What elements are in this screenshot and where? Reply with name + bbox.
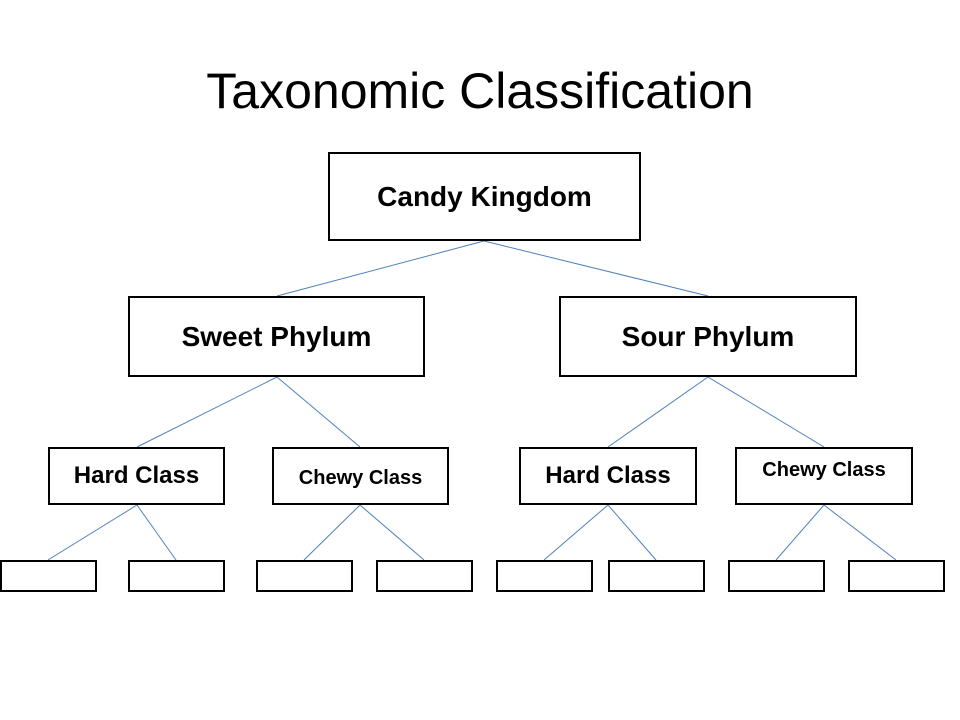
leaf-node xyxy=(0,560,97,592)
class-label-sour-chewy: Chewy Class xyxy=(762,458,886,481)
phylum-label-sour: Sour Phylum xyxy=(621,320,795,352)
leaf-node xyxy=(128,560,225,592)
leaf-node xyxy=(728,560,825,592)
connector-class1-leaf2 xyxy=(136,504,177,561)
class-node-sour-chewy: Chewy Class xyxy=(735,447,913,505)
connector-sour-hard xyxy=(607,376,709,448)
class-node-sour-hard: Hard Class xyxy=(519,447,697,505)
class-label-sour-hard: Hard Class xyxy=(545,462,671,489)
connector-kingdom-sweet xyxy=(276,240,485,297)
connector-class1-leaf1 xyxy=(47,504,138,561)
connector-class3-leaf5 xyxy=(543,504,609,561)
diagram-title: Taxonomic Classification xyxy=(206,63,754,119)
connector-class4-leaf8 xyxy=(823,504,897,561)
connector-class3-leaf6 xyxy=(607,504,657,561)
class-label-sweet-hard: Hard Class xyxy=(73,462,200,489)
connector-kingdom-sour xyxy=(483,240,709,297)
class-node-sweet-chewy: Chewy Class xyxy=(272,447,449,505)
leaf-node xyxy=(848,560,945,592)
phylum-label-sweet: Sweet Phylum xyxy=(181,320,372,352)
connector-class4-leaf7 xyxy=(775,504,825,561)
kingdom-node: Candy Kingdom xyxy=(328,152,641,241)
phylum-node-sweet: Sweet Phylum xyxy=(128,296,425,377)
class-label-sweet-chewy: Chewy Class xyxy=(298,466,423,489)
connector-class2-leaf3 xyxy=(303,504,361,561)
leaf-node xyxy=(608,560,705,592)
connector-sweet-hard xyxy=(136,376,278,448)
leaf-node xyxy=(496,560,593,592)
class-node-sweet-hard: Hard Class xyxy=(48,447,225,505)
leaf-node xyxy=(376,560,473,592)
leaf-node xyxy=(256,560,353,592)
connector-class2-leaf4 xyxy=(359,504,425,561)
connector-sour-chewy xyxy=(707,376,825,448)
phylum-node-sour: Sour Phylum xyxy=(559,296,857,377)
kingdom-label: Candy Kingdom xyxy=(377,180,592,212)
connector-sweet-chewy xyxy=(276,376,361,448)
